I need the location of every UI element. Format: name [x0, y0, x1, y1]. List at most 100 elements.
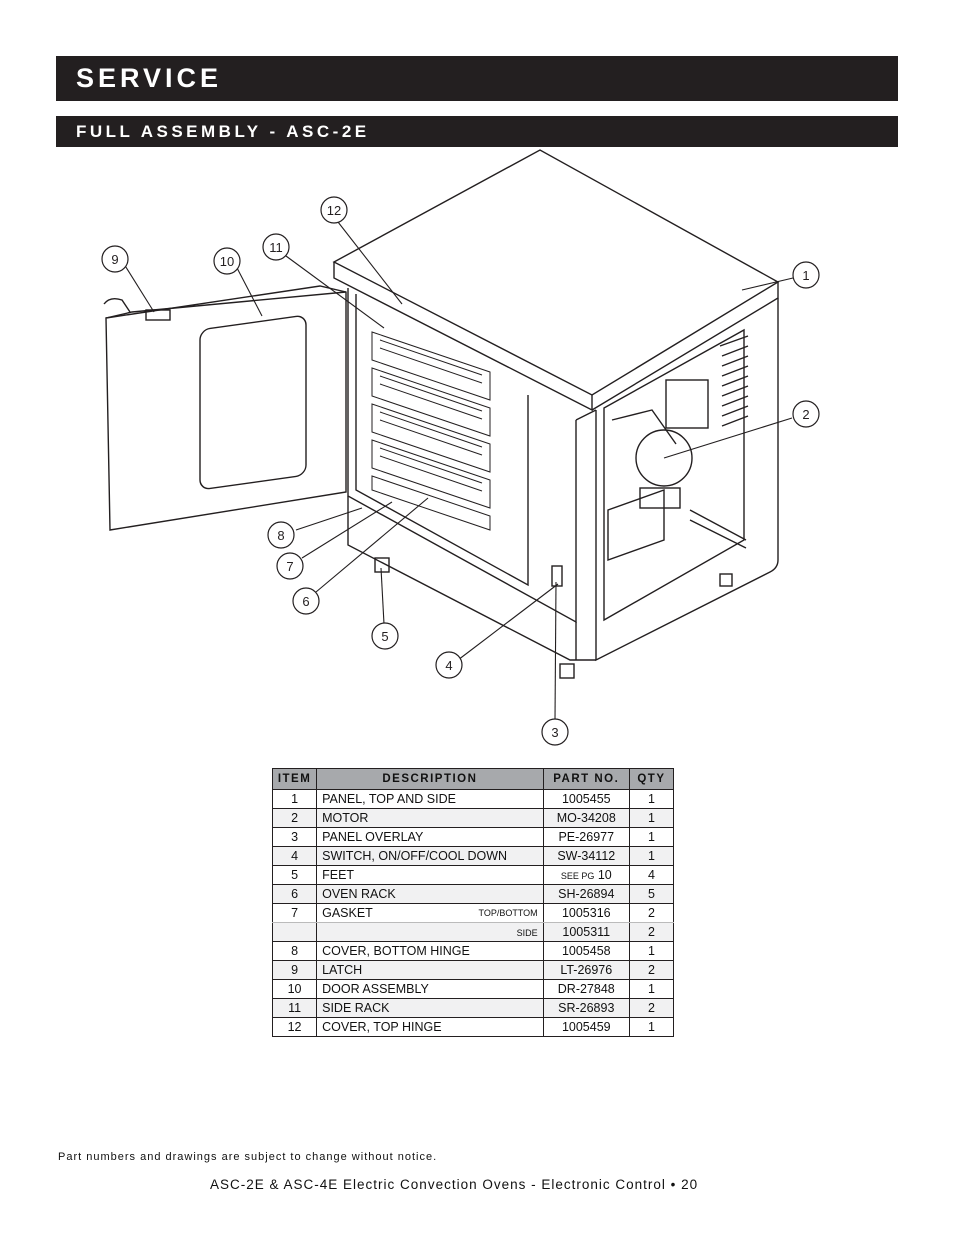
part-number: MO-34208 — [556, 811, 616, 825]
table-header-row: ITEM DESCRIPTION PART NO. QTY — [271, 768, 675, 790]
section-title: SERVICE — [56, 56, 898, 101]
item-cell: 12 — [271, 1017, 318, 1037]
part-number: SR-26893 — [558, 1001, 615, 1015]
quantity-cell: 1 — [628, 846, 675, 866]
foot — [559, 663, 575, 679]
front-frame — [347, 288, 577, 624]
quantity-cell: 2 — [628, 903, 675, 923]
oven-door — [103, 285, 347, 531]
description-cell: GASKETtop/bottom — [316, 903, 544, 923]
description-text: SWITCH, ON/OFF/COOL DOWN — [322, 849, 508, 863]
part-number: SW-34112 — [557, 849, 616, 863]
subsection-title: FULL ASSEMBLY - ASC-2E — [56, 116, 898, 147]
part-number-cell: see pg 10 — [542, 865, 630, 885]
callout-label: 10 — [220, 254, 234, 269]
description-text: GASKET — [322, 906, 373, 920]
item-cell: 8 — [271, 941, 318, 961]
leader-lines — [123, 221, 794, 721]
description-cell: COVER, TOP HINGE — [316, 1017, 544, 1037]
part-number: PE-26977 — [558, 830, 615, 844]
description-cell: OVEN RACK — [316, 884, 544, 904]
quantity-cell: 1 — [628, 808, 675, 828]
table-row: 4 SWITCH, ON/OFF/COOL DOWN SW-34112 1 — [271, 846, 675, 866]
description-text: LATCH — [322, 963, 363, 977]
quantity-cell: 1 — [628, 827, 675, 847]
part-number: DR-27848 — [557, 982, 615, 996]
description-text: FEET — [322, 868, 355, 882]
callout-6 — [292, 587, 320, 615]
quantity-cell: 1 — [628, 979, 675, 999]
callout-label: 1 — [802, 268, 809, 283]
oven-assembly-diagram: 1 2 3 4 5 6 7 8 9 10 11 12 — [101, 149, 820, 746]
description-text: SIDE RACK — [322, 1001, 390, 1015]
part-prefix: see pg — [560, 871, 595, 881]
part-number: 1005458 — [561, 944, 611, 958]
item-cell: 9 — [271, 960, 318, 980]
part-number: LT-26976 — [560, 963, 613, 977]
oven-racks — [371, 331, 491, 531]
description-text: PANEL OVERLAY — [322, 830, 424, 844]
item-cell — [271, 922, 318, 942]
description-text: DOOR ASSEMBLY — [322, 982, 429, 996]
foot — [719, 573, 733, 587]
callout-label: 4 — [445, 658, 452, 673]
part-number-cell: LT-26976 — [542, 960, 630, 980]
column-header: ITEM — [271, 768, 318, 790]
table-row: 7GASKETtop/bottom 1005316 2 — [271, 903, 675, 923]
quantity-cell: 2 — [628, 922, 675, 942]
power-switch — [551, 565, 563, 587]
description-cell: SWITCH, ON/OFF/COOL DOWN — [316, 846, 544, 866]
part-number: SH-26894 — [558, 887, 615, 901]
part-number: 1005459 — [561, 1020, 611, 1034]
callout-3 — [541, 718, 569, 746]
part-number-cell: MO-34208 — [542, 808, 630, 828]
part-number-cell: SH-26894 — [542, 884, 630, 904]
disclaimer: Part numbers and drawings are subject to… — [58, 1151, 438, 1163]
column-header: QTY — [628, 768, 675, 790]
part-number-cell: SR-26893 — [542, 998, 630, 1018]
callout-label: 11 — [269, 240, 283, 255]
description-text: COVER, TOP HINGE — [322, 1020, 442, 1034]
callout-8 — [267, 521, 295, 549]
description-cell: LATCH — [316, 960, 544, 980]
description-cell: DOOR ASSEMBLY — [316, 979, 544, 999]
quantity-cell: 2 — [628, 960, 675, 980]
description-cell: side — [316, 922, 544, 942]
description-text: OVEN RACK — [322, 887, 396, 901]
quantity-cell: 4 — [628, 865, 675, 885]
part-number: 1005316 — [561, 906, 611, 920]
item-cell: 4 — [271, 846, 318, 866]
foot — [374, 557, 390, 573]
callout-10 — [213, 247, 241, 275]
top-panel — [332, 149, 780, 396]
item-cell: 3 — [271, 827, 318, 847]
item-cell: 7 — [271, 903, 318, 923]
callout-9 — [101, 245, 129, 273]
table-row: 3 PANEL OVERLAY PE-26977 1 — [271, 827, 675, 847]
callout-2 — [792, 400, 820, 428]
description-cell: FEET — [316, 865, 544, 885]
callout-label: 8 — [277, 528, 284, 543]
item-cell: 5 — [271, 865, 318, 885]
item-cell: 10 — [271, 979, 318, 999]
part-number-cell: 1005458 — [542, 941, 630, 961]
motor — [635, 429, 693, 487]
description-cell: PANEL OVERLAY — [316, 827, 544, 847]
part-number-cell: 1005459 — [542, 1017, 630, 1037]
part-number-cell: PE-26977 — [542, 827, 630, 847]
callout-label: 7 — [286, 559, 293, 574]
table-row: 9 LATCH LT-26976 2 — [271, 960, 675, 980]
part-number-cell: 1005311 — [542, 922, 630, 942]
column-header: PART NO. — [542, 768, 630, 790]
callout-5 — [371, 622, 399, 650]
description-cell: PANEL, TOP AND SIDE — [316, 789, 544, 809]
column-header: DESCRIPTION — [316, 768, 544, 790]
description-note: side — [516, 928, 538, 938]
